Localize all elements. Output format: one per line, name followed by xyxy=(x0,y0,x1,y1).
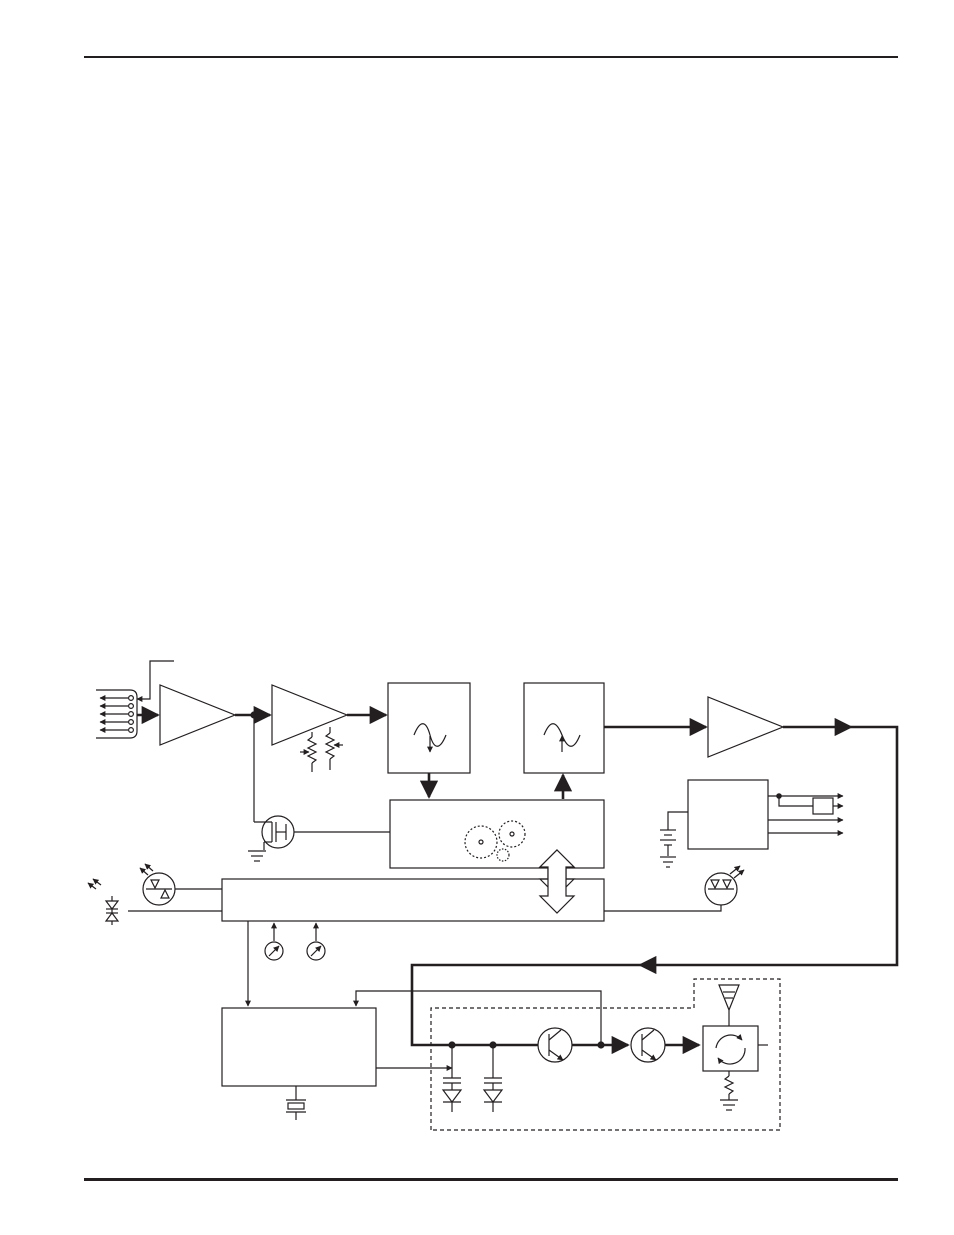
bidirectional-switch-icon xyxy=(140,864,222,905)
mic-bias-line xyxy=(137,661,174,699)
analog-to-digital-converter xyxy=(388,683,470,773)
ground-icon xyxy=(720,1100,738,1110)
variable-resistor-icon xyxy=(300,732,316,772)
digital-to-analog-converter xyxy=(524,683,604,773)
varactor-icon xyxy=(443,1045,461,1112)
ground-icon xyxy=(248,851,266,861)
meter-icon xyxy=(265,942,283,960)
variable-resistor-icon xyxy=(725,1071,733,1100)
footer-rule xyxy=(84,1178,898,1181)
transistor-icon xyxy=(538,1028,572,1062)
microphone-icon xyxy=(96,690,137,738)
triangle-amplifier-icon xyxy=(160,685,235,745)
battery-power-supply xyxy=(688,780,768,849)
battery-icon xyxy=(660,812,688,856)
frequency-synthesizer xyxy=(222,1008,376,1086)
led-icon xyxy=(705,866,744,905)
triangle-amplifier-icon xyxy=(272,685,347,745)
digital-signal-processor xyxy=(390,800,604,868)
meter-icon xyxy=(307,942,325,960)
variable-resistor-icon xyxy=(326,727,343,770)
antenna-icon xyxy=(719,985,739,1026)
crystal-icon xyxy=(286,1086,306,1120)
triangle-amplifier-icon xyxy=(708,697,783,757)
transistor-icon xyxy=(631,1028,665,1062)
circulator-icon xyxy=(716,1035,745,1064)
fet-icon xyxy=(254,816,294,850)
varactor-icon xyxy=(484,1045,502,1112)
led-icon xyxy=(88,879,222,925)
gear-icon xyxy=(465,821,525,861)
ground-icon xyxy=(660,857,676,867)
regulator-box xyxy=(813,798,833,814)
